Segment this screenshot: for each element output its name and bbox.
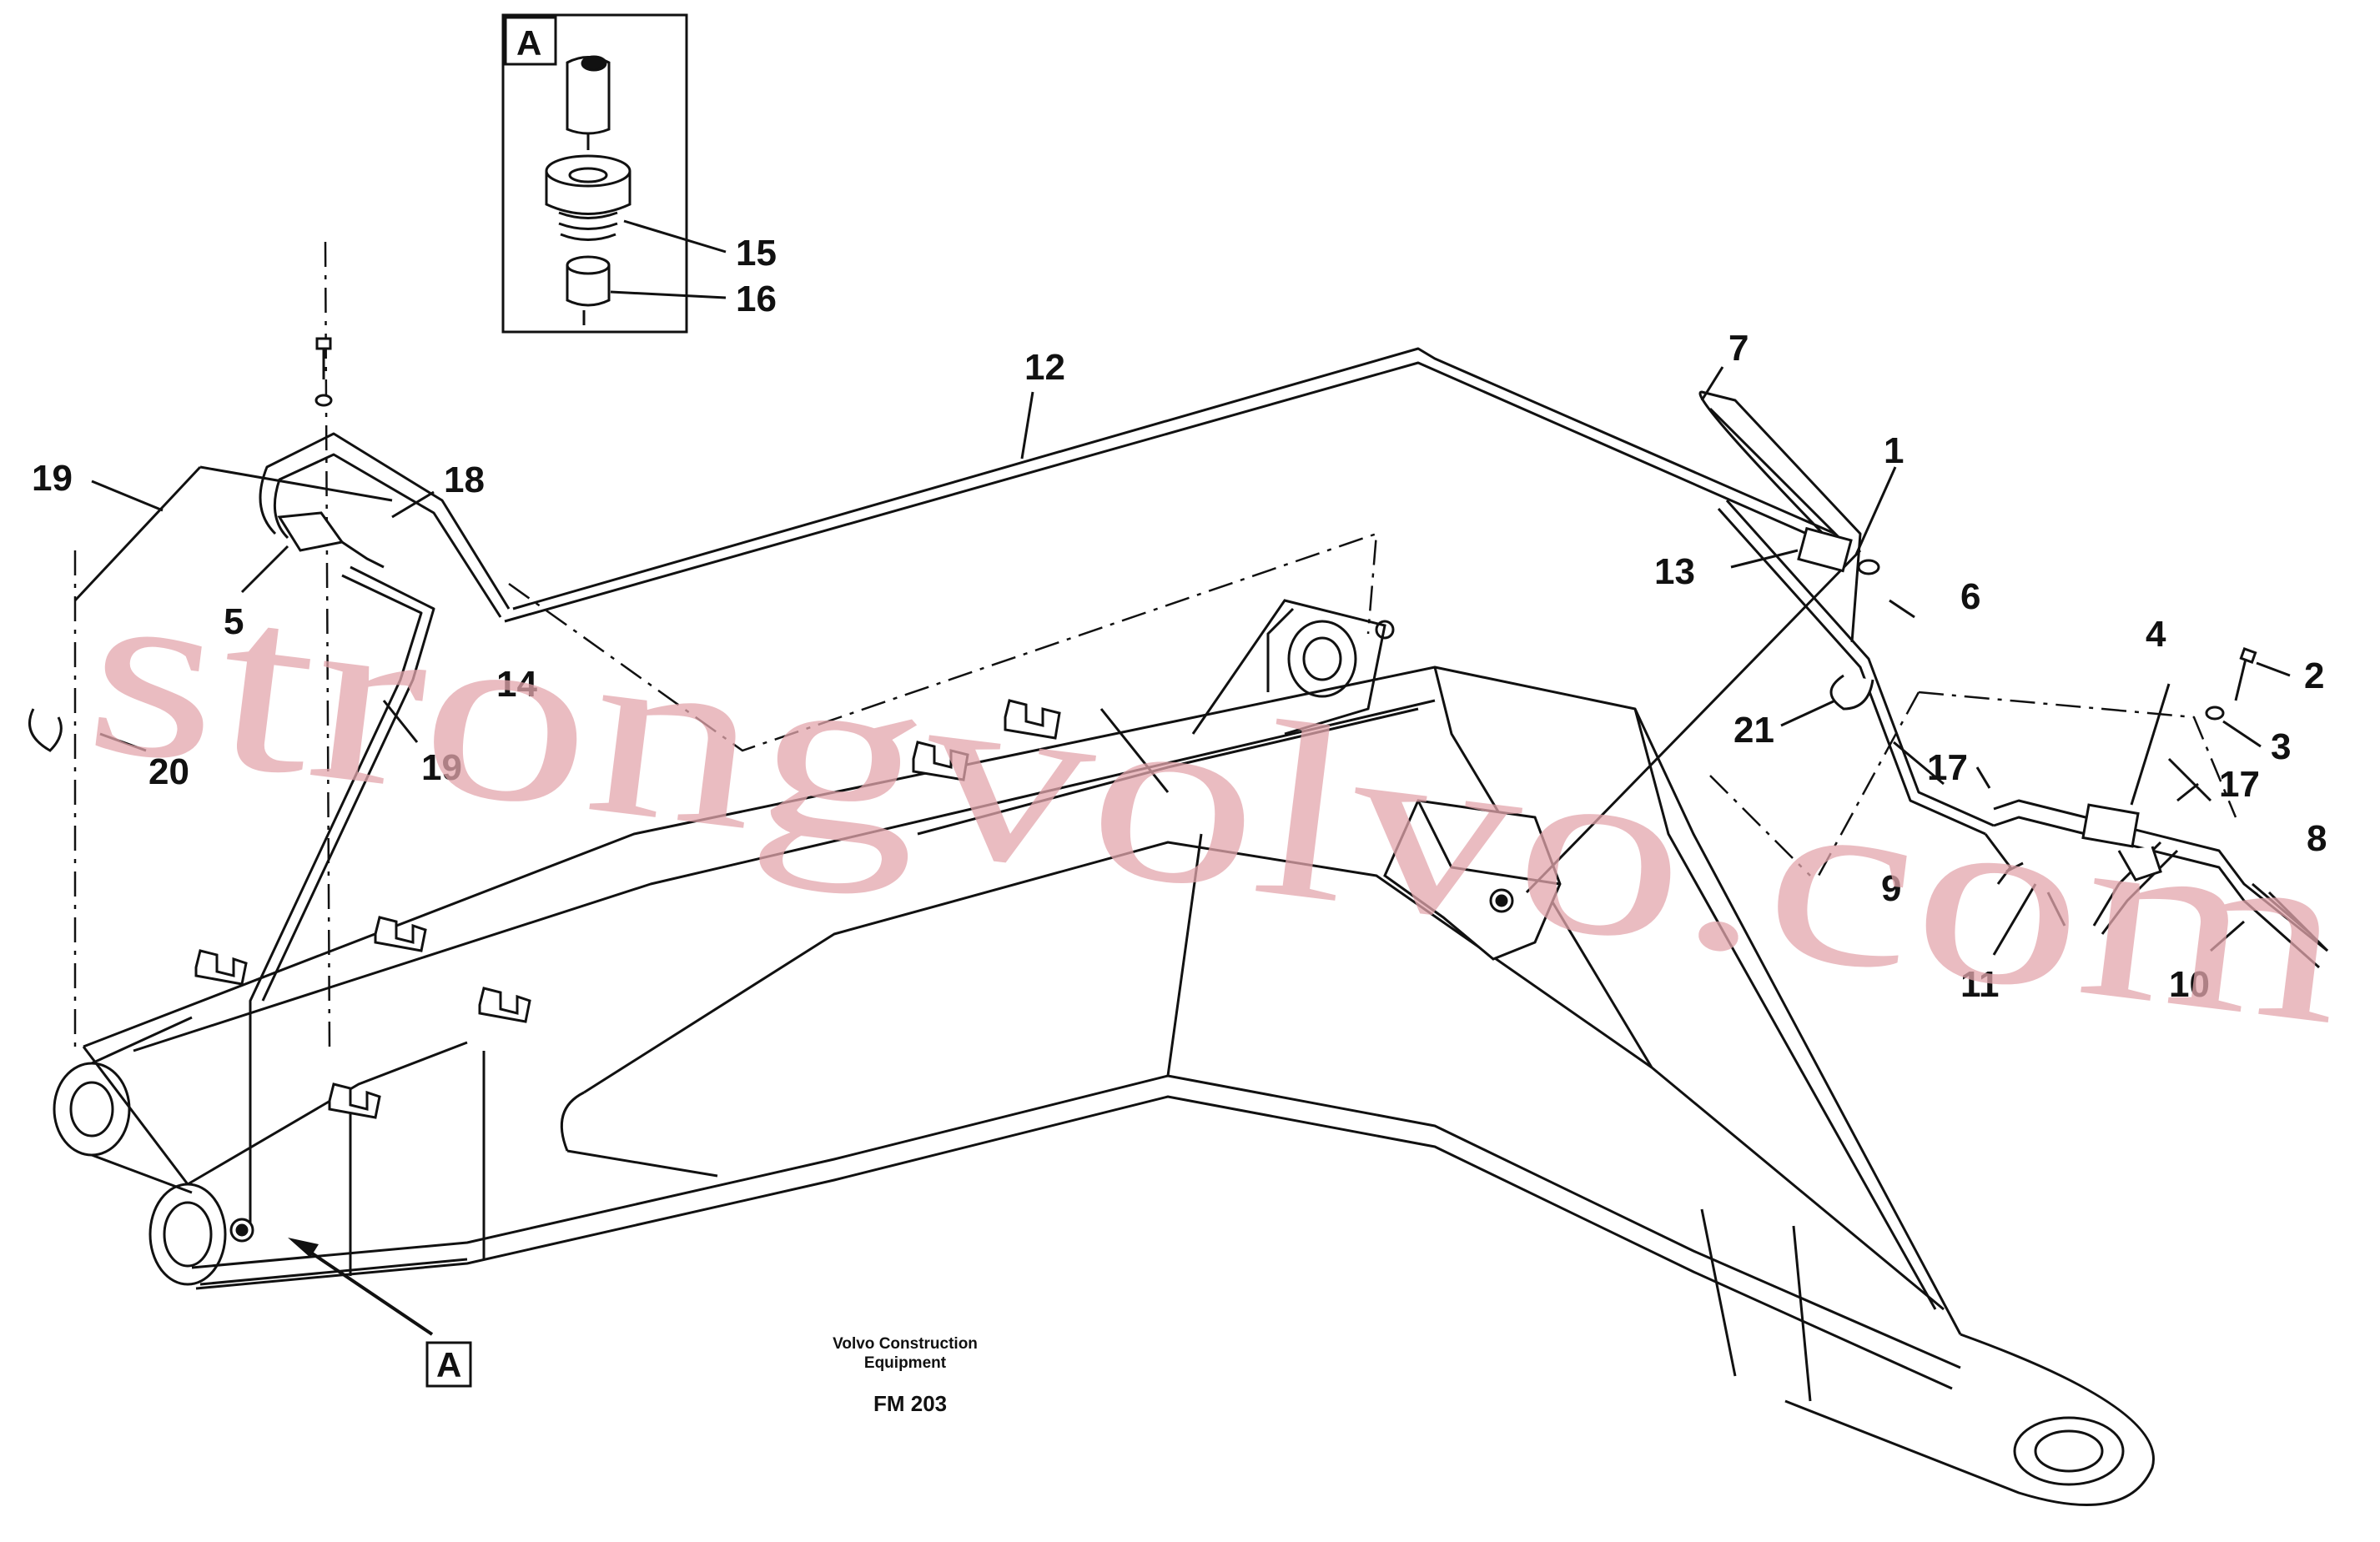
callout-9: 9 [1881, 868, 1901, 909]
callout-8: 8 [2307, 818, 2327, 859]
callout-17-left: 17 [1927, 747, 1968, 788]
pipe-clamps [194, 699, 1061, 1119]
view-arrow-a [288, 1238, 472, 1388]
callout-3: 3 [2271, 726, 2291, 767]
cylinder-mounts [1191, 599, 1395, 736]
callout-6: 6 [1960, 576, 1980, 617]
callout-10: 10 [2169, 964, 2210, 1005]
callout-18: 18 [444, 460, 485, 500]
callout-16: 16 [736, 279, 777, 319]
callout-2: 2 [2304, 655, 2324, 696]
callout-13: 13 [1654, 551, 1695, 592]
callout-19-top: 19 [32, 458, 73, 499]
callout-1: 1 [1884, 430, 1904, 471]
callout-15: 15 [736, 233, 777, 274]
callout-19-bottom: 19 [421, 747, 462, 788]
callout-11: 11 [1960, 964, 2000, 1005]
callout-leaders [91, 366, 2291, 956]
detail-box-label: A [516, 23, 541, 63]
phantom-lines [73, 241, 2237, 1052]
bolts [314, 337, 2257, 721]
callout-7: 7 [1728, 328, 1749, 369]
mid-block [1383, 799, 1562, 961]
callout-4: 4 [2146, 614, 2166, 655]
caption-company-line1: Volvo Construction [833, 1335, 978, 1353]
callout-12: 12 [1024, 347, 1065, 388]
boom-nose [53, 1016, 468, 1286]
watermark: strongvolvo.com [74, 525, 2360, 1077]
caption-code: FM 203 [873, 1391, 947, 1416]
callout-17-right: 17 [2219, 764, 2260, 805]
callout-5: 5 [224, 601, 244, 642]
caption-company-line2: Equipment [864, 1354, 947, 1372]
view-arrow-label: A [436, 1345, 461, 1384]
hydraulic-lines [73, 347, 2329, 1234]
grease-fittings [28, 674, 1874, 1243]
callout-21: 21 [1733, 710, 1774, 751]
callout-14: 14 [496, 664, 537, 705]
callout-20: 20 [148, 751, 189, 792]
detail-box-a [501, 13, 727, 334]
fittings [277, 511, 2162, 882]
boom-outline [83, 666, 2155, 1507]
